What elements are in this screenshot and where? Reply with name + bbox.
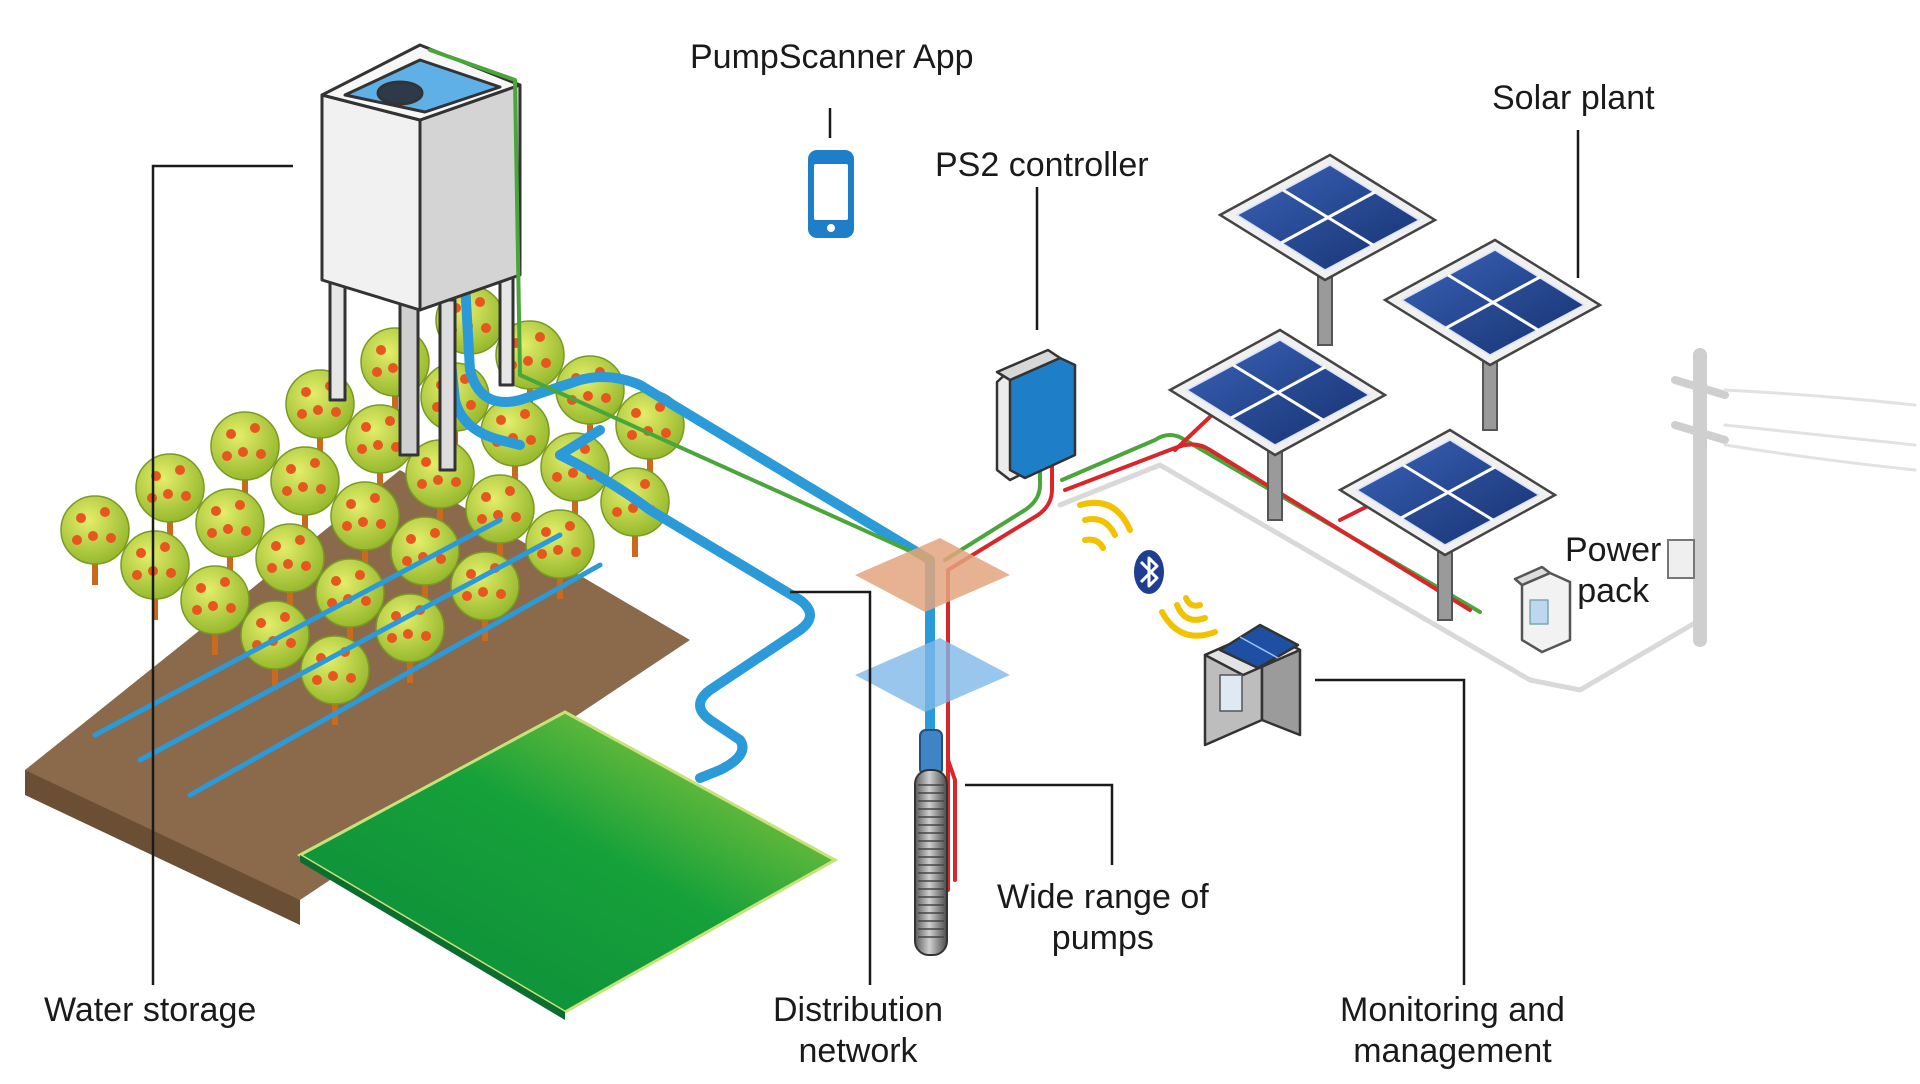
ps2-controller-label: PS2 controller <box>935 146 1149 184</box>
solar-plant <box>1167 153 1603 621</box>
wide-range-of-pumps-label: Wide range of pumps <box>997 877 1209 959</box>
monitoring-and-management-label: Monitoring and management <box>1340 990 1565 1072</box>
orchard-tree <box>210 411 280 501</box>
power-pack-label-line-2: pack <box>1577 572 1650 610</box>
grass-field <box>296 710 839 1020</box>
orchard-tree <box>465 474 535 564</box>
monitoring-and-management-label-line-1: Monitoring and <box>1340 991 1565 1029</box>
utility-pole <box>1667 348 1917 647</box>
orchard-tree <box>525 509 595 599</box>
orchard-tree <box>330 481 400 571</box>
water-storage-label: Water storage <box>44 991 257 1029</box>
wide-range-of-pumps-label-line-2: pumps <box>1051 919 1154 957</box>
solar-cables <box>1057 358 1703 693</box>
distribution-network-label-line-1: Distribution <box>773 991 944 1029</box>
solar-panel <box>1337 428 1558 621</box>
wide-range-of-pumps-label-line-1: Wide range of <box>997 878 1209 916</box>
distribution-network-label-line-2: network <box>798 1032 918 1070</box>
callout-leader-lines <box>151 130 1580 985</box>
pump-cables <box>428 48 1054 892</box>
ps2-controller-unit <box>995 348 1077 482</box>
pumpscanner-app-label: PumpScanner App <box>690 38 974 76</box>
orchard-tree <box>120 530 190 620</box>
orchard-tree <box>180 565 250 655</box>
wireless-signal-icon <box>1077 499 1218 639</box>
solar-plant-label: Solar plant <box>1492 79 1655 117</box>
power-pack-label-line-1: Power <box>1565 531 1662 569</box>
orchard-tree <box>240 600 310 690</box>
power-pack-box <box>1513 565 1572 654</box>
monitoring-station <box>1203 623 1302 747</box>
monitoring-and-management-label-line-2: management <box>1353 1032 1552 1070</box>
orchard-tree <box>270 446 340 536</box>
power-pack-label: Power pack <box>1565 530 1661 612</box>
water-storage-tower <box>320 43 522 472</box>
orchard-tree <box>195 488 265 578</box>
orchard-tree <box>60 495 130 585</box>
solar-panel <box>1217 153 1438 346</box>
smartphone-icon <box>808 108 854 238</box>
orchard-soil-edge <box>25 770 300 925</box>
submersible-pump <box>914 729 948 956</box>
junction-pads <box>855 538 1010 712</box>
orchard-tree <box>135 453 205 543</box>
orchard-tree <box>255 523 325 613</box>
distribution-network-label: Distribution network <box>773 990 943 1072</box>
bluetooth-icon <box>1134 550 1164 594</box>
solar-panel <box>1382 238 1603 431</box>
solar-panel <box>1167 328 1388 521</box>
